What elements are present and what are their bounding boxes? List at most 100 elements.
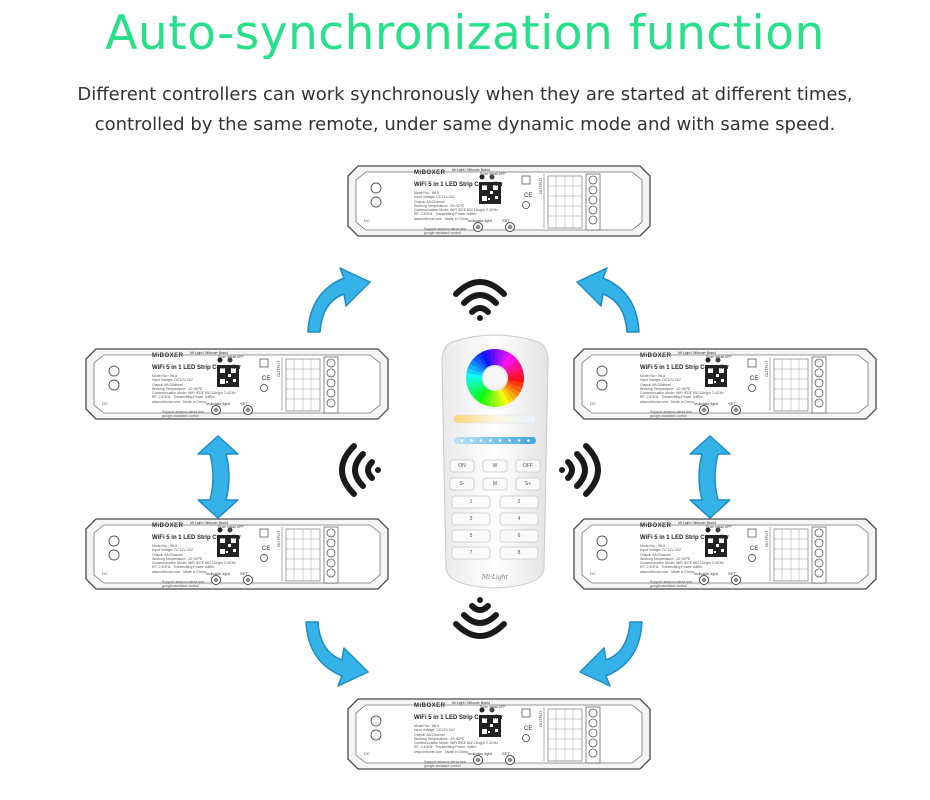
remote-logo: Mi·Light — [482, 574, 508, 581]
zone-5-button[interactable] — [451, 529, 491, 543]
white-button-label: W — [492, 463, 498, 469]
set-button-label: SET — [502, 751, 510, 756]
controller-app-label: Scan install APP — [706, 355, 732, 359]
wifi-signal-down-icon — [450, 596, 510, 642]
controller-sub-brand: Mi·Light / Miboxer Brand — [678, 351, 717, 355]
output-label: OUTPUT — [764, 530, 769, 547]
controller-name: WiFi 5 in 1 LED Strip Controller — [152, 365, 241, 371]
color-wheel-icon — [463, 346, 527, 410]
sync-arrow-top-right — [574, 267, 640, 342]
svg-text:CE: CE — [750, 376, 758, 382]
off-button[interactable] — [515, 459, 541, 473]
zone-3-button-label: 3 — [469, 516, 473, 522]
controller-sub-brand: Mi·Light / Miboxer Brand — [190, 351, 229, 355]
page-title: Auto-synchronization function — [105, 6, 825, 61]
controller-specs: Model No.: WL5 Input Voltage: DC12V-24V … — [414, 191, 498, 221]
controller-name: WiFi 5 in 1 LED Strip Controller — [640, 365, 729, 371]
controller-sub-brand: Mi·Light / Miboxer Brand — [452, 701, 491, 705]
svg-text:DC: DC — [102, 571, 108, 576]
controller-specs: Model No.: WL5 Input Voltage: DC12V-24V … — [152, 544, 236, 574]
zone-7-button[interactable] — [451, 546, 491, 560]
controller-bottom: DC CE MiBOXER Mi·Light / Miboxer Brand W… — [344, 693, 654, 775]
controller-name: WiFi 5 in 1 LED Strip Controller — [414, 182, 503, 188]
white-button[interactable] — [482, 459, 508, 473]
output-label: OUTPUT — [764, 360, 769, 377]
zone-4-button-label: 4 — [517, 516, 521, 522]
zone-1-button-label: 1 — [469, 499, 473, 505]
speed-up-button[interactable] — [515, 477, 541, 491]
output-label: OUTPUT — [538, 710, 543, 727]
controller-right-lower: DC CE MiBOXER Mi·Light / Miboxer Brand W… — [570, 513, 880, 595]
voice-support-label: Support amazon alexa and google assistan… — [162, 410, 204, 418]
svg-text:CE: CE — [524, 726, 532, 732]
indicator-light-label: Indicator light — [206, 401, 230, 406]
controller-app-label: Scan install APP — [218, 525, 244, 529]
voice-support-label: Support amazon alexa and google assistan… — [162, 580, 204, 588]
controller-brand: MiBOXER — [152, 523, 184, 529]
controller-left-upper: DC CE MiBOXER Mi·Light / Miboxer Brand W… — [82, 343, 392, 425]
svg-text:CE: CE — [750, 546, 758, 552]
sync-arrow-bottom-right — [577, 612, 643, 687]
controller-specs: Model No.: WL5 Input Voltage: DC12V-24V … — [414, 724, 498, 754]
zone-7-button-label: 7 — [469, 550, 473, 556]
set-button-label: SET — [728, 401, 736, 406]
controller-left-lower: DC CE MiBOXER Mi·Light / Miboxer Brand W… — [82, 513, 392, 595]
indicator-light-label: Indicator light — [694, 401, 718, 406]
controller-specs: Model No.: WL5 Input Voltage: DC12V-24V … — [640, 374, 724, 404]
set-button-label: SET — [502, 218, 510, 223]
zone-4-button[interactable] — [499, 512, 539, 526]
sync-arrow-bottom-left — [305, 612, 371, 687]
controller-app-label: Scan install APP — [706, 525, 732, 529]
zone-8-button[interactable] — [499, 546, 539, 560]
set-button-label: SET — [240, 401, 248, 406]
sync-arrow-top-left — [307, 267, 373, 342]
indicator-light-label: Indicator light — [206, 571, 230, 576]
subtitle-line-1: Different controllers can work synchrono… — [77, 84, 853, 105]
controller-brand: MiBOXER — [152, 353, 184, 359]
zone-2-button[interactable] — [499, 495, 539, 509]
controller-top: DC CE MiBOXER Mi·Light / Miboxer Brand W… — [344, 160, 654, 242]
controller-brand: MiBOXER — [640, 353, 672, 359]
sync-arrow-mid-right — [689, 435, 731, 519]
svg-text:CE: CE — [524, 193, 532, 199]
voice-support-label: Support amazon alexa and google assistan… — [424, 760, 466, 768]
output-label: OUTPUT — [538, 177, 543, 194]
controller-name: WiFi 5 in 1 LED Strip Controller — [152, 535, 241, 541]
speed-down-button[interactable] — [449, 477, 475, 491]
controller-specs: Model No.: WL5 Input Voltage: DC12V-24V … — [640, 544, 724, 574]
zone-2-button-label: 2 — [517, 499, 521, 505]
mode-button[interactable] — [482, 477, 508, 491]
zone-6-button[interactable] — [499, 529, 539, 543]
controller-app-label: Scan install APP — [218, 355, 244, 359]
svg-text:DC: DC — [364, 751, 370, 756]
set-button-label: SET — [240, 571, 248, 576]
controller-sub-brand: Mi·Light / Miboxer Brand — [190, 521, 229, 525]
subtitle: Different controllers can work synchrono… — [0, 80, 930, 140]
zone-8-button-label: 8 — [517, 550, 521, 556]
off-button-label: OFF — [523, 463, 533, 469]
controller-app-label: Scan install APP — [480, 172, 506, 176]
speed-down-button-label: S- — [459, 481, 465, 487]
controller-name: WiFi 5 in 1 LED Strip Controller — [414, 715, 503, 721]
on-button-label: ON — [458, 463, 466, 469]
white-temperature-slider — [453, 414, 537, 424]
indicator-light-label: Indicator light — [694, 571, 718, 576]
output-label: OUTPUT — [276, 360, 281, 377]
zone-1-button[interactable] — [451, 495, 491, 509]
svg-text:CE: CE — [262, 376, 270, 382]
indicator-light-label: Indicator light — [468, 751, 492, 756]
svg-text:DC: DC — [102, 401, 108, 406]
indicator-light-label: Indicator light — [468, 218, 492, 223]
voice-support-label: Support amazon alexa and google assistan… — [650, 580, 692, 588]
on-button[interactable] — [449, 459, 475, 473]
mode-button-label: M — [492, 481, 498, 487]
zone-3-button[interactable] — [451, 512, 491, 526]
wifi-signal-right-icon — [558, 440, 604, 500]
output-label: OUTPUT — [276, 530, 281, 547]
svg-text:DC: DC — [590, 401, 596, 406]
sync-arrow-mid-left — [197, 435, 239, 519]
set-button-label: SET — [728, 571, 736, 576]
zone-5-button-label: 5 — [469, 533, 473, 539]
controller-right-upper: DC CE MiBOXER Mi·Light / Miboxer Brand W… — [570, 343, 880, 425]
